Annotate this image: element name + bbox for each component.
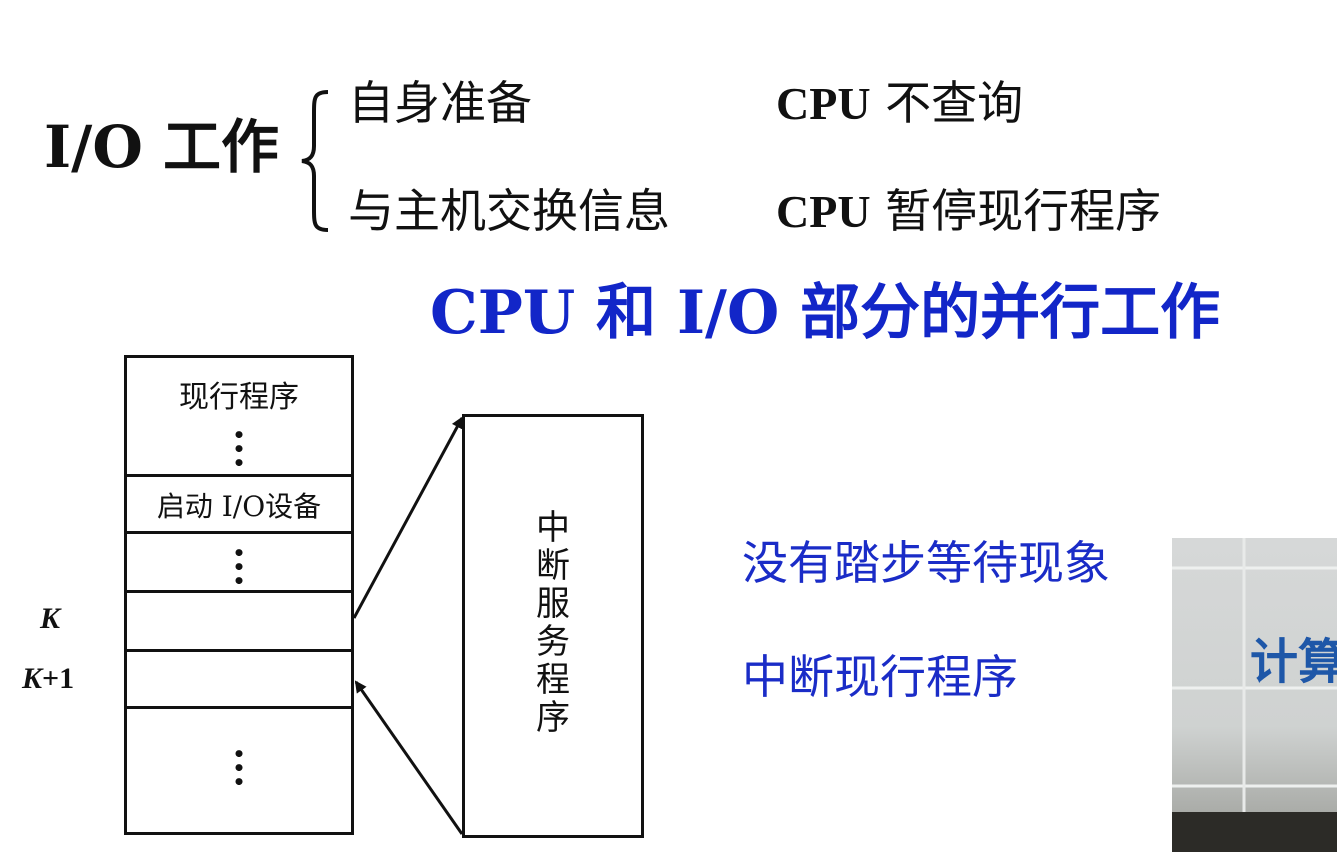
isr-char: 程 xyxy=(536,660,570,700)
wall-sign: 计算 xyxy=(1250,634,1337,690)
headline: CPU 和 I/O 部分的并行工作 xyxy=(430,278,1221,348)
return-arrow xyxy=(354,680,464,835)
cell-current-program: 现行程序 xyxy=(179,380,299,415)
interrupt-service-routine-label: 中断服务程序 xyxy=(465,509,641,737)
curly-brace xyxy=(301,90,329,232)
label-k1-italic: K xyxy=(22,662,43,695)
dot: • xyxy=(232,756,246,780)
interrupt-service-routine-box: 中断服务程序 xyxy=(462,414,644,838)
dot: • xyxy=(232,569,246,593)
ellipsis-dots: ••• xyxy=(232,541,246,593)
program-memory-stack: 现行程序 ••• 启动 I/O设备 ••• ••• xyxy=(124,355,354,835)
row-exchange-cpu: CPU 暂停现行程序 xyxy=(776,188,1161,235)
ellipsis-dots: ••• xyxy=(232,742,246,794)
cell-gap: ••• xyxy=(127,531,351,591)
cell-start-io: 启动 I/O设备 xyxy=(127,474,351,534)
note-no-wait: 没有踏步等待现象 xyxy=(742,536,1110,590)
dot: • xyxy=(232,770,246,794)
isr-char: 中 xyxy=(536,508,570,548)
cpu-text: 不查询 xyxy=(885,76,1024,130)
dot: • xyxy=(232,541,246,565)
isr-char: 务 xyxy=(536,622,570,662)
podium xyxy=(1172,812,1337,852)
label-k: K xyxy=(40,602,61,635)
dot: • xyxy=(232,555,246,579)
row-self-prepare-cpu: CPU 不查询 xyxy=(776,80,1023,127)
dot: • xyxy=(232,742,246,766)
wall-panels xyxy=(1172,538,1337,852)
cell-rest: ••• xyxy=(127,706,351,832)
io-work-title: I/O 工作 xyxy=(44,113,280,181)
label-k1-suffix: +1 xyxy=(42,662,75,695)
cell-start-io-label: 启动 I/O设备 xyxy=(156,490,322,523)
dot: • xyxy=(232,437,246,461)
cpu-prefix: CPU xyxy=(776,186,871,237)
dot: • xyxy=(232,451,246,475)
cpu-text: 暂停现行程序 xyxy=(885,184,1162,238)
dot: • xyxy=(232,423,246,447)
jump-arrow xyxy=(352,416,464,619)
label-k-plus-1: K+1 xyxy=(22,662,74,696)
cpu-prefix: CPU xyxy=(776,78,871,129)
row-self-prepare-label: 自身准备 xyxy=(348,76,532,130)
isr-char: 序 xyxy=(536,698,570,738)
row-exchange-label: 与主机交换信息 xyxy=(348,184,670,238)
isr-char: 断 xyxy=(536,546,570,586)
cell-k xyxy=(127,590,351,650)
lecture-video-inset: 计算 xyxy=(1172,538,1337,852)
cell-k-plus-1 xyxy=(127,649,351,709)
note-interrupt: 中断现行程序 xyxy=(742,650,1018,704)
isr-char: 服 xyxy=(536,584,570,624)
ellipsis-dots: ••• xyxy=(232,423,246,475)
